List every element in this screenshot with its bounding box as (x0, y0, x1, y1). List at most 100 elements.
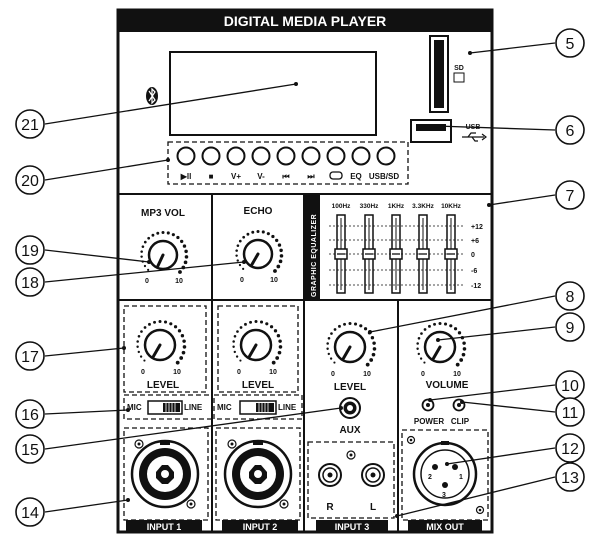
callout-leader-dot (395, 514, 399, 518)
input1-footer-label: INPUT 1 (147, 522, 182, 532)
input3-knob-scale-dot (369, 358, 374, 362)
media-button-9[interactable] (376, 146, 396, 166)
mp3-knob-scale-dot (178, 270, 182, 274)
volume-down-label: V- (257, 172, 265, 181)
echo-knob-scale-dot (279, 254, 284, 258)
input3-knob-scale-dot (353, 322, 358, 326)
input1-knob-scale-dot (148, 322, 151, 326)
input3-knob-scale-dot (370, 336, 375, 340)
mixout-footer-label: MIX OUT (426, 522, 464, 532)
callout-circle (555, 397, 585, 427)
input1-mic-line-switch[interactable] (147, 400, 183, 415)
callout-circle (15, 341, 45, 371)
echo-knob-min-label: 0 (240, 277, 244, 284)
input2-combo-jack[interactable] (223, 439, 293, 509)
media-button-7[interactable] (326, 146, 346, 166)
callout-number-14: 14 (21, 505, 39, 522)
input1-footer-bar (126, 520, 202, 532)
echo-knob-pointer (250, 252, 260, 266)
input2-knob-scale-dot (275, 356, 280, 360)
input1-knob-pointer (152, 343, 162, 358)
callout-leader-dot (368, 330, 372, 334)
media-button-6[interactable] (301, 146, 321, 166)
callout-leader-line (469, 42, 556, 54)
callout-leader-line (44, 249, 150, 263)
callout-circle (15, 434, 45, 464)
bluetooth-icon (146, 87, 158, 105)
input1-level-label: LEVEL (147, 380, 179, 391)
input2-knob-scale-dot (233, 334, 237, 338)
equalizer-side-bar (304, 194, 320, 300)
echo-knob-scale-dot (278, 259, 283, 264)
media-button-5[interactable] (276, 146, 296, 166)
media-button-4[interactable] (251, 146, 271, 166)
media-button-2[interactable] (201, 146, 221, 166)
input2-mic-line-switch[interactable] (239, 400, 277, 415)
display-screen (169, 51, 377, 136)
mixout-screw-icon-br (475, 505, 485, 515)
callout-circle (555, 433, 585, 463)
media-button-1[interactable] (176, 146, 196, 166)
callout-leader-line (44, 499, 129, 513)
mixout-xlr-jack[interactable]: 1 2 3 (412, 441, 478, 507)
eq-scale-label: +12 (471, 224, 483, 231)
echo-knob-scale-dot (238, 239, 242, 243)
usb-sd-button-label: USB/SD (369, 172, 399, 181)
input1-knob-scale-dot (136, 345, 139, 348)
eq-band-label: 1KHz (388, 203, 405, 210)
volume-knob-scale-dot (423, 361, 426, 364)
input3-knob-scale-dot (327, 352, 330, 356)
eq-band-label: 100Hz (332, 203, 352, 210)
mp3-knob-max-label: 10 (175, 278, 183, 285)
input2-level-label: LEVEL (242, 380, 274, 391)
input1-line-label: LINE (184, 403, 203, 412)
input3-knob-scale-dot (343, 322, 347, 326)
input1-knob-scale-dot (143, 359, 146, 362)
input2-mic-label: MIC (217, 403, 232, 412)
callout-leader-dot (126, 498, 130, 502)
sd-label: SD (454, 65, 464, 72)
volume-knob-max-label: 10 (453, 371, 461, 378)
input1-knob-scale-dot (163, 320, 168, 324)
mp3-knob-min-label: 0 (145, 278, 149, 285)
xlr-pin-3: 3 (442, 492, 446, 499)
callout-number-10: 10 (561, 378, 579, 395)
power-led-icon (421, 398, 435, 412)
clip-label: CLIP (451, 417, 470, 426)
previous-track-icon: ⏮ (282, 172, 289, 181)
volume-knob-scale-dot (449, 324, 453, 328)
callout-leader-dot (436, 338, 440, 342)
mp3-volume-knob[interactable]: 0 10 (140, 231, 189, 285)
callout-leader-dot (468, 51, 472, 55)
input1-knob-scale-dot (177, 329, 182, 333)
input2-knob-scale-dot (269, 325, 274, 329)
input1-combo-jack[interactable] (130, 439, 200, 509)
echo-knob-scale-dot (277, 243, 282, 247)
mp3-knob-scale-dot (183, 260, 188, 265)
repeat-icon (329, 171, 343, 180)
callout-leader-line (369, 295, 556, 333)
callout-leader-dot (428, 398, 432, 402)
callout-number-13: 13 (561, 470, 579, 487)
rca-left-jack[interactable] (361, 463, 385, 487)
media-button-8[interactable] (351, 146, 371, 166)
callout-leader-line (461, 401, 556, 413)
rca-right-jack[interactable] (318, 463, 342, 487)
mp3-knob-scale-dot (180, 239, 184, 244)
input3-knob-scale-dot (333, 328, 337, 331)
aux-input-jack[interactable] (339, 397, 361, 419)
callout-number-19: 19 (21, 243, 39, 260)
input2-knob-pointer (248, 343, 258, 358)
callout-leader-line (446, 447, 556, 465)
media-button-3[interactable] (226, 146, 246, 166)
input3-knob-scale-dot (372, 347, 377, 351)
eq-scale-label: -6 (471, 268, 477, 275)
panel-title-bar (118, 10, 492, 32)
callout-leader-dot (126, 408, 130, 412)
rca-l-label: L (370, 502, 376, 513)
